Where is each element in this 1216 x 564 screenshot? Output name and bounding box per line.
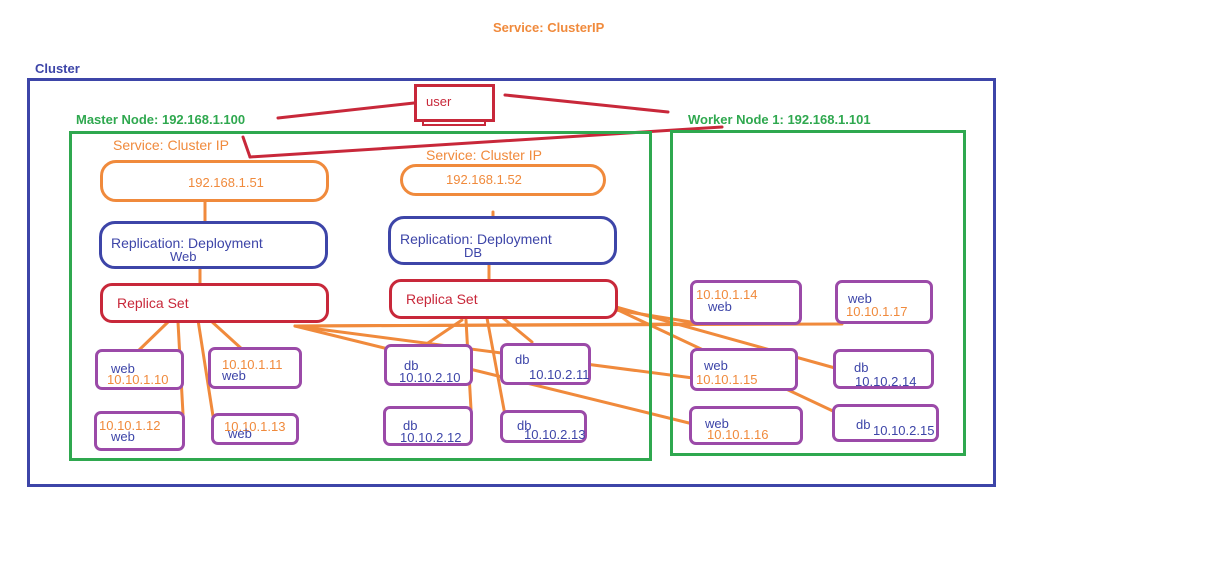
pod-name: db	[856, 417, 871, 432]
pod-ip: 10.10.1.17	[846, 304, 908, 319]
pod-web-10-10-1-13: 10.10.1.13 web	[211, 413, 299, 445]
pod-web-10-10-1-12: 10.10.1.12 web	[94, 411, 185, 451]
pod-ip: 10.10.1.10	[107, 372, 169, 387]
pod-name: web	[111, 429, 135, 444]
pod-web-10-10-1-16: web 10.10.1.16	[689, 406, 803, 445]
service-web-box: 192.168.1.51	[100, 160, 329, 202]
worker-node-label: Worker Node 1: 192.168.1.101	[688, 112, 871, 127]
pod-name: web	[705, 416, 729, 431]
replicaset-to-pod-line	[134, 320, 170, 355]
service-web-label: Service: Cluster IP	[113, 137, 229, 153]
pod-db-10-10-2-10: db 10.10.2.10	[384, 344, 473, 386]
service-web-ip: 192.168.1.51	[188, 175, 264, 190]
service-db-box: 192.168.1.52	[400, 164, 606, 196]
pod-db-10-10-2-11: db 10.10.2.11	[500, 343, 591, 385]
pod-ip: 10.10.1.12	[99, 418, 161, 433]
pod-name: db	[403, 418, 418, 433]
pod-ip: 10.10.2.14	[855, 374, 917, 389]
pod-name: db	[515, 352, 530, 367]
replicaset-db-box: Replica Set	[389, 279, 618, 319]
pod-name: web	[708, 299, 732, 314]
master-node-box	[69, 131, 652, 461]
pod-ip: 10.10.2.13	[524, 427, 586, 442]
replicaset-web-box: Replica Set	[100, 283, 329, 323]
pod-name: web	[222, 368, 246, 383]
replicaset-web-label: Replica Set	[117, 295, 189, 311]
pod-web-10-10-1-11: 10.10.1.11 web	[208, 347, 302, 389]
deployment-web-box: Replication: Deployment Web	[99, 221, 328, 269]
pod-name: web	[848, 291, 872, 306]
pod-ip: 10.10.2.12	[400, 430, 462, 445]
deployment-web-line2: Web	[170, 249, 197, 264]
pod-web-10-10-1-14: 10.10.1.14 web	[690, 280, 802, 325]
pod-ip: 10.10.1.11	[222, 357, 283, 372]
service-db-ip: 192.168.1.52	[446, 172, 522, 187]
pod-name: web	[228, 426, 252, 441]
replicaset-db-label: Replica Set	[406, 291, 478, 307]
replicaset-to-pod-line	[614, 308, 699, 325]
replicaset-to-pod-line	[485, 316, 507, 417]
replicaset-to-pod-line	[293, 324, 695, 426]
pod-ip: 10.10.1.15	[696, 372, 758, 387]
pod-ip: 10.10.1.14	[696, 287, 758, 302]
pod-web-10-10-1-10: web 10.10.1.10	[95, 349, 184, 390]
diagram-title: Service: ClusterIP	[493, 20, 605, 35]
pod-name: db	[404, 358, 419, 373]
user-shadow	[422, 118, 486, 126]
pod-name: web	[111, 361, 135, 376]
pod-name: web	[704, 358, 728, 373]
pod-web-10-10-1-17: web 10.10.1.17	[835, 280, 933, 324]
replicaset-to-pod-line	[501, 316, 534, 344]
service-db-label: Service: Cluster IP	[426, 147, 542, 163]
pod-ip: 10.10.1.16	[707, 427, 769, 442]
pod-db-10-10-2-13: db 10.10.2.13	[500, 410, 587, 443]
pod-web-10-10-1-15: web 10.10.1.15	[690, 348, 798, 391]
cluster-label: Cluster	[35, 61, 80, 76]
replicaset-to-pod-line	[420, 318, 464, 349]
user-to-service-stub	[241, 135, 252, 159]
user-to-worker-line	[503, 93, 670, 114]
pod-name: db	[517, 418, 532, 433]
pod-db-10-10-2-12: db 10.10.2.12	[383, 406, 473, 446]
pod-db-10-10-2-15: db 10.10.2.15	[832, 404, 939, 442]
pod-ip: 10.10.2.15	[873, 423, 935, 438]
master-node-label: Master Node: 192.168.1.100	[76, 112, 246, 127]
worker-node-box	[670, 130, 966, 456]
pod-ip: 10.10.1.13	[224, 419, 286, 434]
pod-db-10-10-2-14: db 10.10.2.14	[833, 349, 934, 389]
deployment-db-line1: Replication: Deployment	[400, 231, 552, 247]
pod-ip: 10.10.2.11	[529, 367, 590, 382]
cluster-box	[27, 78, 996, 487]
user-to-master-line	[276, 101, 416, 120]
user-box: user	[414, 84, 495, 122]
pod-name: db	[854, 360, 869, 375]
deployment-db-line2: DB	[464, 245, 483, 260]
replicaset-to-pod-line	[208, 318, 245, 352]
user-label: user	[426, 94, 452, 109]
deployment-db-box: Replication: Deployment DB	[388, 216, 617, 265]
replicaset-to-pod-line	[293, 322, 692, 328]
replicaset-to-pod-line	[196, 318, 215, 418]
deployment-web-line1: Replication: Deployment	[111, 235, 263, 251]
pod-ip: 10.10.2.10	[399, 370, 461, 385]
